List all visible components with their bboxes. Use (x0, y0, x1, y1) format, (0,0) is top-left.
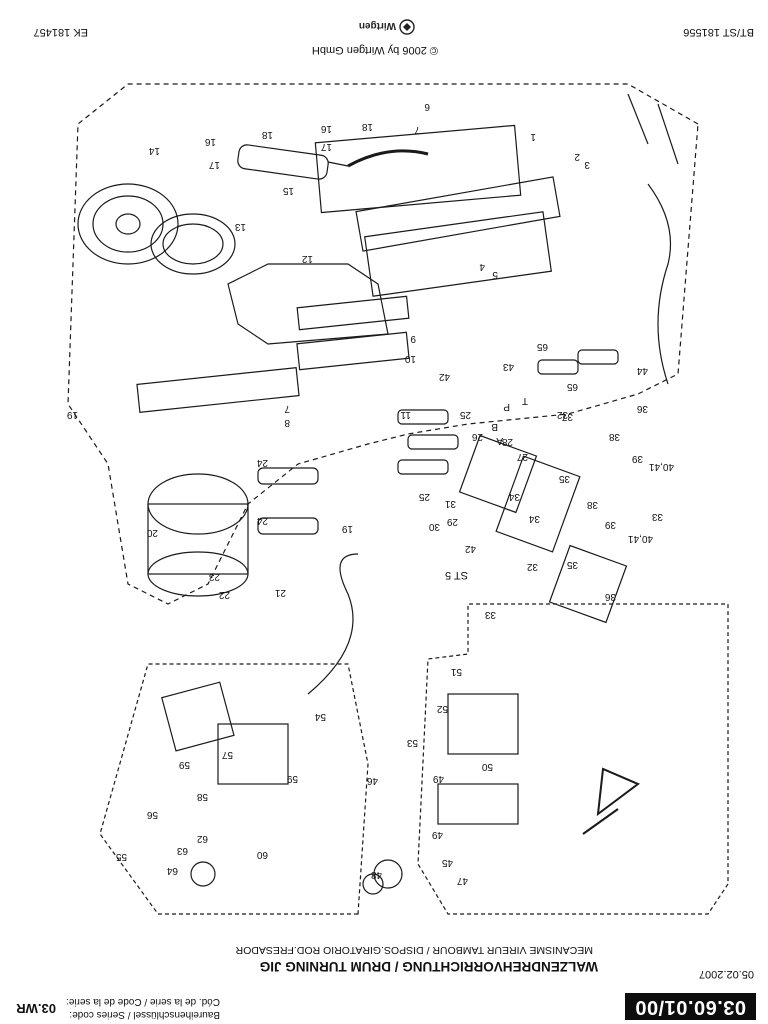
svg-text:5: 5 (492, 269, 498, 280)
svg-text:26: 26 (471, 431, 483, 442)
svg-text:51: 51 (450, 666, 462, 677)
svg-text:10: 10 (404, 353, 416, 364)
svg-text:62: 62 (196, 833, 208, 844)
svg-text:29: 29 (446, 516, 458, 527)
svg-text:8: 8 (284, 417, 290, 428)
svg-text:39: 39 (631, 453, 643, 464)
svg-text:ST 5: ST 5 (445, 569, 468, 581)
svg-text:34: 34 (528, 513, 540, 524)
svg-text:64: 64 (166, 865, 178, 876)
svg-text:36: 36 (636, 403, 648, 414)
svg-text:39: 39 (604, 519, 616, 530)
svg-text:17: 17 (320, 141, 332, 152)
svg-text:57: 57 (221, 749, 233, 760)
svg-text:65: 65 (536, 341, 548, 352)
svg-text:22: 22 (218, 589, 230, 600)
svg-text:18: 18 (361, 121, 373, 132)
svg-text:36: 36 (604, 591, 616, 602)
svg-text:35: 35 (558, 473, 570, 484)
svg-text:47: 47 (456, 875, 468, 886)
svg-text:40,41: 40,41 (649, 461, 674, 472)
svg-text:20: 20 (146, 527, 158, 538)
svg-text:35: 35 (566, 559, 578, 570)
svg-text:27: 27 (516, 451, 528, 462)
svg-text:7: 7 (414, 124, 420, 135)
svg-text:38: 38 (586, 499, 598, 510)
svg-text:17: 17 (208, 159, 220, 170)
svg-text:49: 49 (431, 829, 443, 840)
svg-text:16: 16 (320, 123, 332, 134)
svg-text:43: 43 (502, 361, 514, 372)
svg-text:59: 59 (178, 759, 190, 770)
svg-text:38: 38 (608, 431, 620, 442)
svg-text:11: 11 (400, 409, 411, 420)
wirtgen-logo: Wirtgen (356, 18, 416, 36)
svg-text:21: 21 (274, 587, 286, 598)
svg-text:55: 55 (115, 851, 127, 862)
svg-text:B: B (491, 421, 498, 432)
svg-text:58: 58 (196, 791, 208, 802)
svg-text:19: 19 (66, 409, 78, 420)
svg-text:52: 52 (436, 703, 448, 714)
svg-text:1: 1 (530, 131, 536, 142)
svg-text:30: 30 (428, 521, 440, 532)
svg-text:54: 54 (314, 711, 326, 722)
svg-text:46: 46 (366, 775, 378, 786)
svg-text:15: 15 (282, 185, 294, 196)
svg-text:42: 42 (464, 543, 476, 554)
svg-text:18: 18 (261, 129, 273, 140)
svg-text:33: 33 (484, 609, 496, 620)
svg-text:32: 32 (526, 561, 538, 572)
svg-text:65: 65 (566, 381, 578, 392)
svg-text:4: 4 (479, 261, 485, 272)
svg-text:32: 32 (556, 409, 568, 420)
svg-text:Wirtgen: Wirtgen (359, 20, 396, 31)
svg-text:23: 23 (208, 571, 220, 582)
svg-text:63: 63 (176, 845, 188, 856)
svg-text:2: 2 (574, 151, 580, 162)
svg-text:44: 44 (636, 365, 648, 376)
svg-text:33: 33 (651, 511, 663, 522)
svg-text:T: T (522, 395, 528, 406)
svg-text:53: 53 (406, 737, 418, 748)
svg-text:28: 28 (501, 436, 513, 447)
svg-text:P: P (503, 401, 510, 412)
svg-text:25: 25 (459, 409, 471, 420)
svg-text:13: 13 (234, 221, 246, 232)
svg-text:37: 37 (561, 411, 573, 422)
svg-text:60: 60 (256, 849, 268, 860)
svg-text:49: 49 (432, 773, 444, 784)
svg-text:48: 48 (370, 869, 382, 880)
svg-text:19: 19 (341, 523, 353, 534)
svg-text:12: 12 (301, 253, 313, 264)
svg-text:24: 24 (256, 515, 268, 526)
svg-text:9: 9 (410, 333, 416, 344)
svg-text:59: 59 (286, 773, 298, 784)
svg-text:14: 14 (148, 145, 160, 156)
svg-text:3: 3 (584, 159, 590, 170)
svg-text:A: A (496, 435, 503, 446)
svg-text:34: 34 (508, 491, 520, 502)
svg-text:42: 42 (438, 371, 450, 382)
svg-text:24: 24 (256, 457, 268, 468)
svg-text:50: 50 (481, 761, 493, 772)
svg-text:16: 16 (204, 136, 216, 147)
svg-text:40,41: 40,41 (628, 533, 653, 544)
svg-text:45: 45 (441, 857, 453, 868)
svg-text:6: 6 (424, 101, 430, 112)
svg-text:56: 56 (146, 809, 158, 820)
svg-text:25: 25 (418, 491, 430, 502)
svg-text:7: 7 (284, 403, 290, 414)
svg-text:31: 31 (444, 498, 456, 509)
